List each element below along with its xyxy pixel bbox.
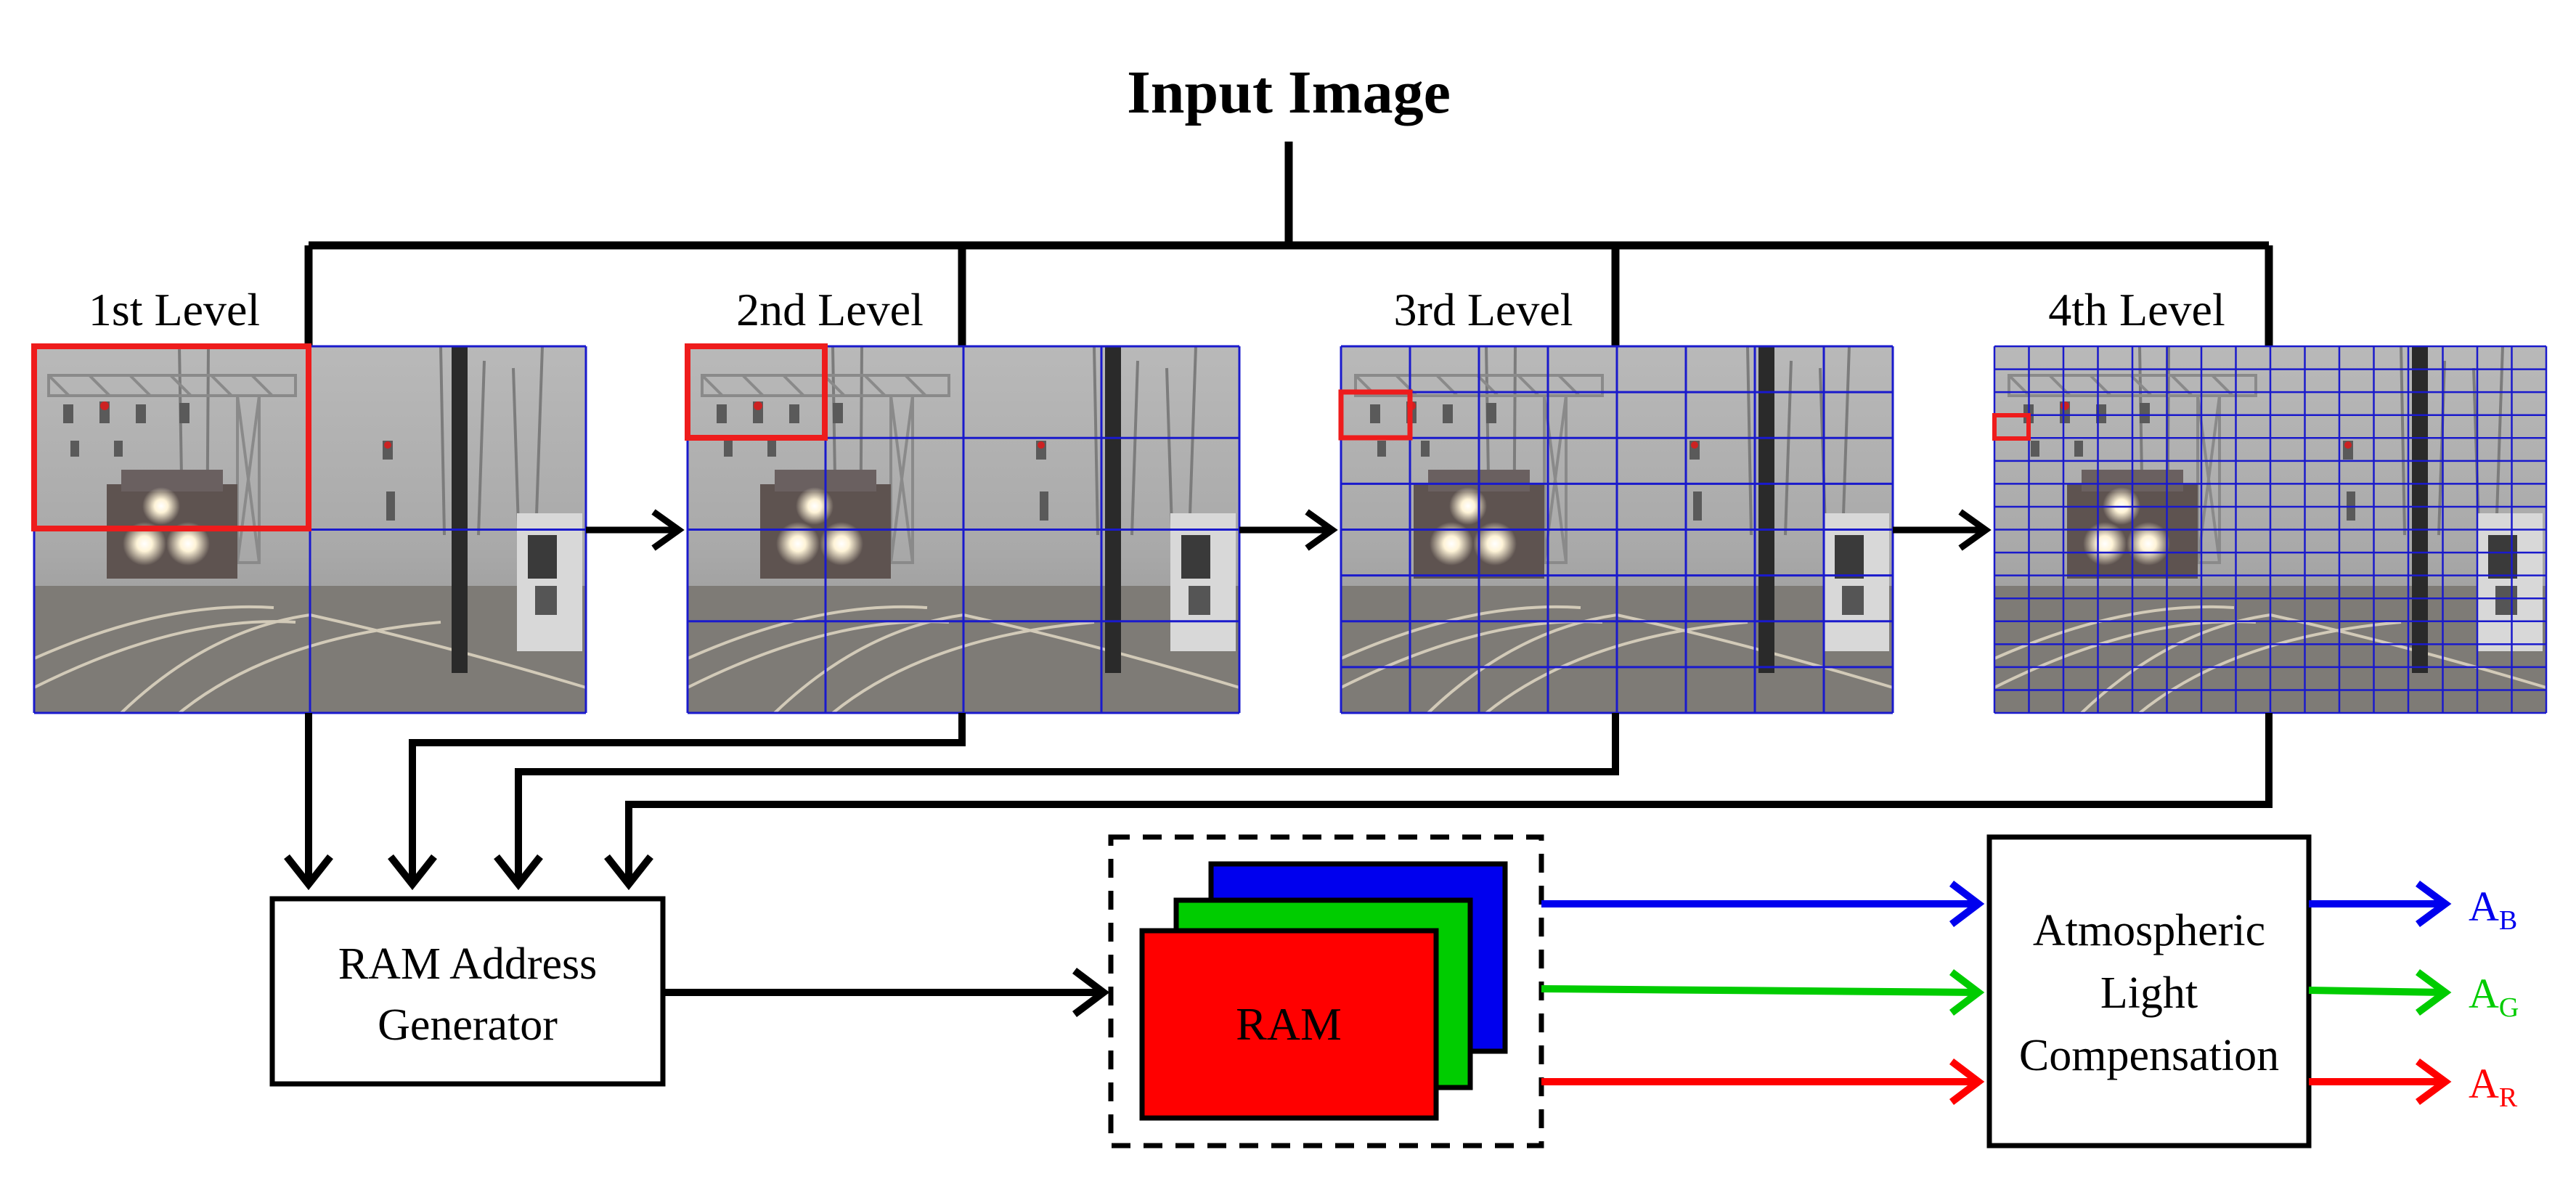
level-3-label: 3rd Level bbox=[1394, 284, 1573, 335]
level-1-image bbox=[31, 343, 587, 714]
level-3-to-generator-arrow bbox=[494, 713, 1619, 891]
output-label-green: AG bbox=[2469, 970, 2519, 1023]
output-blue-arrow bbox=[2309, 880, 2452, 928]
output-green-arrow bbox=[2308, 968, 2452, 1016]
input-distribution-lines bbox=[304, 142, 2273, 346]
ram-label: RAM bbox=[1236, 998, 1342, 1050]
ram-address-generator-block: RAM Address Generator bbox=[269, 896, 666, 1087]
level-2-image bbox=[685, 343, 1241, 714]
diagram-title: Input Image bbox=[1127, 59, 1451, 126]
ram-red-channel-arrow bbox=[1541, 1058, 1985, 1105]
level-2-label: 2nd Level bbox=[736, 284, 924, 335]
generator-to-ram-arrow bbox=[663, 968, 1110, 1017]
level-4-window-highlight bbox=[1992, 413, 2031, 441]
level-1-to-generator-arrow bbox=[284, 713, 333, 891]
ram-block: RAM bbox=[1108, 834, 1544, 1149]
level-3-to-4-arrow bbox=[1893, 509, 1992, 551]
level-3-image bbox=[1338, 345, 1894, 714]
atmospheric-light-compensation-block: Atmospheric Light Compensation bbox=[1986, 834, 2312, 1149]
compensation-label-line2: Light bbox=[2100, 968, 2198, 1018]
ram-blue-channel-arrow bbox=[1541, 881, 1985, 927]
level-4-label: 4th Level bbox=[2048, 284, 2225, 335]
level-4-to-generator-arrow bbox=[604, 713, 2273, 891]
distribution-path bbox=[304, 142, 2273, 346]
compensation-label-line3: Compensation bbox=[2019, 1031, 2279, 1080]
level-2-to-generator-arrow bbox=[388, 713, 966, 891]
level-1-window-highlight bbox=[31, 343, 311, 531]
generator-label-line1: RAM Address bbox=[338, 939, 598, 989]
generator-label-line2: Generator bbox=[378, 1000, 558, 1050]
level-2-window-highlight bbox=[685, 343, 828, 441]
output-label-red: AR bbox=[2469, 1060, 2518, 1113]
ram-red-plane bbox=[1139, 928, 1439, 1121]
level-1-label: 1st Level bbox=[89, 284, 260, 335]
level-4-image bbox=[1992, 345, 2548, 714]
level-3-window-highlight bbox=[1338, 389, 1413, 441]
output-label-blue: AB bbox=[2469, 883, 2517, 936]
ram-green-channel-arrow bbox=[1541, 969, 1985, 1016]
output-red-arrow bbox=[2309, 1058, 2452, 1106]
level-1-to-2-arrow bbox=[586, 509, 685, 551]
level-2-to-3-arrow bbox=[1239, 509, 1338, 551]
compensation-label-line1: Atmospheric bbox=[2033, 906, 2265, 955]
